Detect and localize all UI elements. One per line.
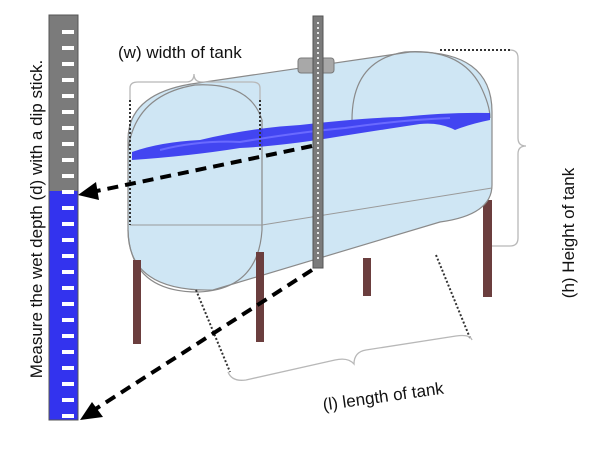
ruler-tick bbox=[62, 62, 74, 66]
arrow-head-upper bbox=[78, 182, 99, 200]
ruler-tick bbox=[62, 190, 74, 194]
dip-stick-ticks bbox=[62, 30, 74, 418]
tank-leg-back-right bbox=[483, 200, 492, 297]
arrow-shaft-upper bbox=[91, 144, 313, 194]
dip-stick-outline bbox=[48, 14, 79, 421]
ruler-tick bbox=[62, 270, 74, 274]
dip-stick-in-tank bbox=[312, 15, 324, 269]
water-surface bbox=[132, 112, 490, 160]
length-bracket bbox=[227, 334, 473, 381]
ruler-tick bbox=[62, 254, 74, 258]
ruler-tick bbox=[62, 302, 74, 306]
length-label: (l) length of tank bbox=[322, 379, 446, 415]
height-label: (h) Height of tank bbox=[559, 167, 578, 298]
tank-seam bbox=[261, 187, 493, 226]
tank-leg-back-mid bbox=[363, 258, 371, 296]
ruler-tick bbox=[62, 174, 74, 178]
ruler-tick bbox=[62, 334, 74, 338]
ruler-tick bbox=[62, 414, 74, 418]
tank-leg-front-mid bbox=[256, 252, 264, 342]
dip-stick-dry-section bbox=[49, 15, 78, 191]
arrow-head-lower bbox=[80, 402, 103, 420]
ruler-tick bbox=[62, 350, 74, 354]
ruler-tick bbox=[62, 318, 74, 322]
ruler-tick bbox=[62, 238, 74, 242]
width-bracket bbox=[129, 73, 261, 100]
height-bracket bbox=[492, 49, 527, 247]
ruler-tick bbox=[62, 126, 74, 130]
ruler-tick bbox=[62, 398, 74, 402]
ruler-tick bbox=[62, 142, 74, 146]
tank-leg-front-left bbox=[133, 260, 141, 344]
dip-stick-label: Measure the wet depth (d) with a dip sti… bbox=[27, 60, 46, 378]
length-extent-right bbox=[435, 254, 471, 339]
tank-end-right bbox=[351, 51, 491, 121]
width-label: (w) width of tank bbox=[118, 43, 242, 62]
ruler-tick bbox=[62, 382, 74, 386]
arrow-shaft-lower bbox=[92, 268, 314, 412]
ruler-tick bbox=[62, 158, 74, 162]
ruler-tick bbox=[62, 94, 74, 98]
ruler-tick bbox=[62, 206, 74, 210]
water-ripple bbox=[159, 117, 451, 151]
tank-end-left bbox=[127, 84, 263, 293]
ruler-tick bbox=[62, 78, 74, 82]
ruler-tick bbox=[62, 30, 74, 34]
length-extent-left bbox=[195, 289, 231, 373]
ruler-tick bbox=[62, 110, 74, 114]
ruler-tick bbox=[62, 222, 74, 226]
dip-stick-ruler bbox=[48, 14, 79, 421]
ruler-tick bbox=[62, 366, 74, 370]
ruler-tick bbox=[62, 286, 74, 290]
tank-body bbox=[127, 51, 493, 293]
ruler-tick bbox=[62, 46, 74, 50]
